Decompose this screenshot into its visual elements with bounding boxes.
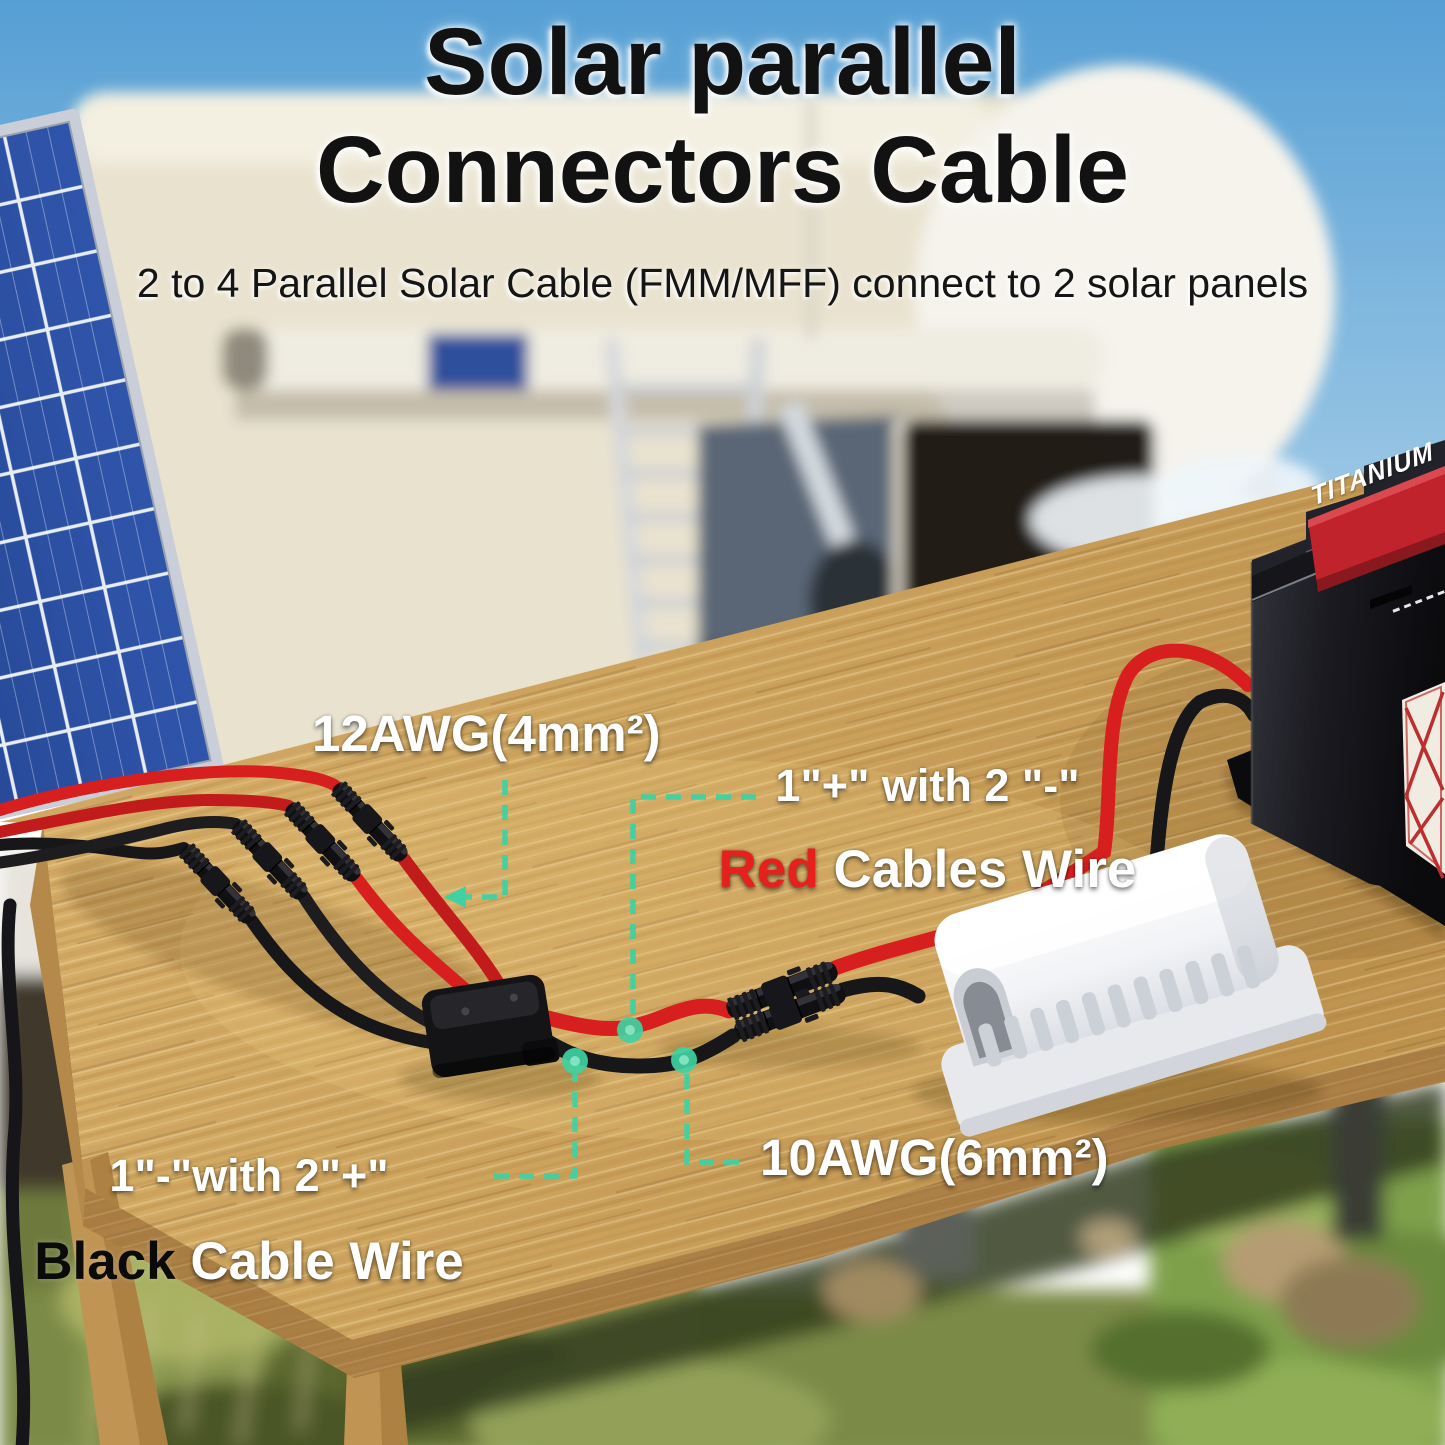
leader-dots <box>562 1017 697 1074</box>
red-branch-cable <box>397 852 507 993</box>
red-branch-cable <box>350 872 473 997</box>
battery-vent-slot <box>1370 585 1412 609</box>
red-pigtail-cable <box>0 765 342 817</box>
vent-slots <box>978 945 1261 1067</box>
label-branch-gauge: 12AWG(4mm²) <box>312 705 661 762</box>
red-trunk-cable <box>540 998 737 1036</box>
black-branch-cable <box>297 890 441 1031</box>
leader-arrowhead <box>444 886 466 908</box>
rock <box>1280 1257 1420 1347</box>
battery-label-dashes <box>1392 590 1445 613</box>
table-left-end <box>30 823 85 1226</box>
leader-12awg <box>462 780 508 900</box>
label-red-highlight: Red <box>718 840 819 900</box>
battery-cables <box>1023 643 1261 907</box>
battery-white-label <box>1402 682 1445 874</box>
label-trunk-gauge: 10AWG(6mm²) <box>760 1129 1109 1186</box>
hanging-black-cable <box>1 898 31 1445</box>
battery <box>1225 440 1445 940</box>
label-black-cable-line1: 1"-"with 2"+" <box>109 1149 389 1201</box>
black-trunk-cable <box>835 976 926 1004</box>
branch-connector-block <box>421 974 560 1079</box>
black-pigtail-cable <box>0 816 242 869</box>
main-title-line2: Connectors Cable <box>316 117 1129 224</box>
red-pigtail-cable <box>0 793 295 839</box>
awning-roller <box>222 328 1104 390</box>
awning-strap <box>428 334 528 390</box>
battery-label-x-pattern <box>1404 685 1445 879</box>
leader-lines <box>462 780 756 1179</box>
label-red-cables: 1"+" with 2 "-" Red Cables Wire <box>700 728 1155 932</box>
controller-box <box>934 834 1327 1137</box>
label-black-cable: 1"-"with 2"+" Black Cable Wire <box>14 1118 484 1324</box>
label-red-cables-line2: Red Cables Wire <box>700 842 1155 898</box>
label-black-rest: Cable Wire <box>175 1231 464 1291</box>
black-pigtail-cable <box>0 837 190 860</box>
main-title: Solar parallel Connectors Cable <box>0 8 1445 225</box>
leader-black-cable <box>494 1074 578 1179</box>
black-branch-cable <box>245 914 441 1050</box>
panel-pigtail-cables <box>0 765 507 1050</box>
label-black-cable-line2: Black Cable Wire <box>14 1231 484 1291</box>
red-battery-cable <box>1023 643 1255 907</box>
label-black-highlight: Black <box>34 1231 176 1291</box>
battery-body <box>1252 486 1445 898</box>
main-title-line1: Solar parallel <box>424 9 1021 115</box>
subtitle: 2 to 4 Parallel Solar Cable (FMM/MFF) co… <box>136 260 1309 306</box>
label-red-cables-line1: 1"+" with 2 "-" <box>775 759 1080 811</box>
battery-red-label <box>1308 466 1445 592</box>
rock <box>824 1262 920 1322</box>
label-red-rest: Cables Wire <box>818 840 1137 900</box>
solar-panel <box>0 108 224 845</box>
black-battery-cable <box>1148 688 1261 892</box>
leader-10awg <box>684 1074 748 1165</box>
solar-panel-grid <box>0 135 198 804</box>
table-shadow-on-grass <box>352 1082 1445 1442</box>
